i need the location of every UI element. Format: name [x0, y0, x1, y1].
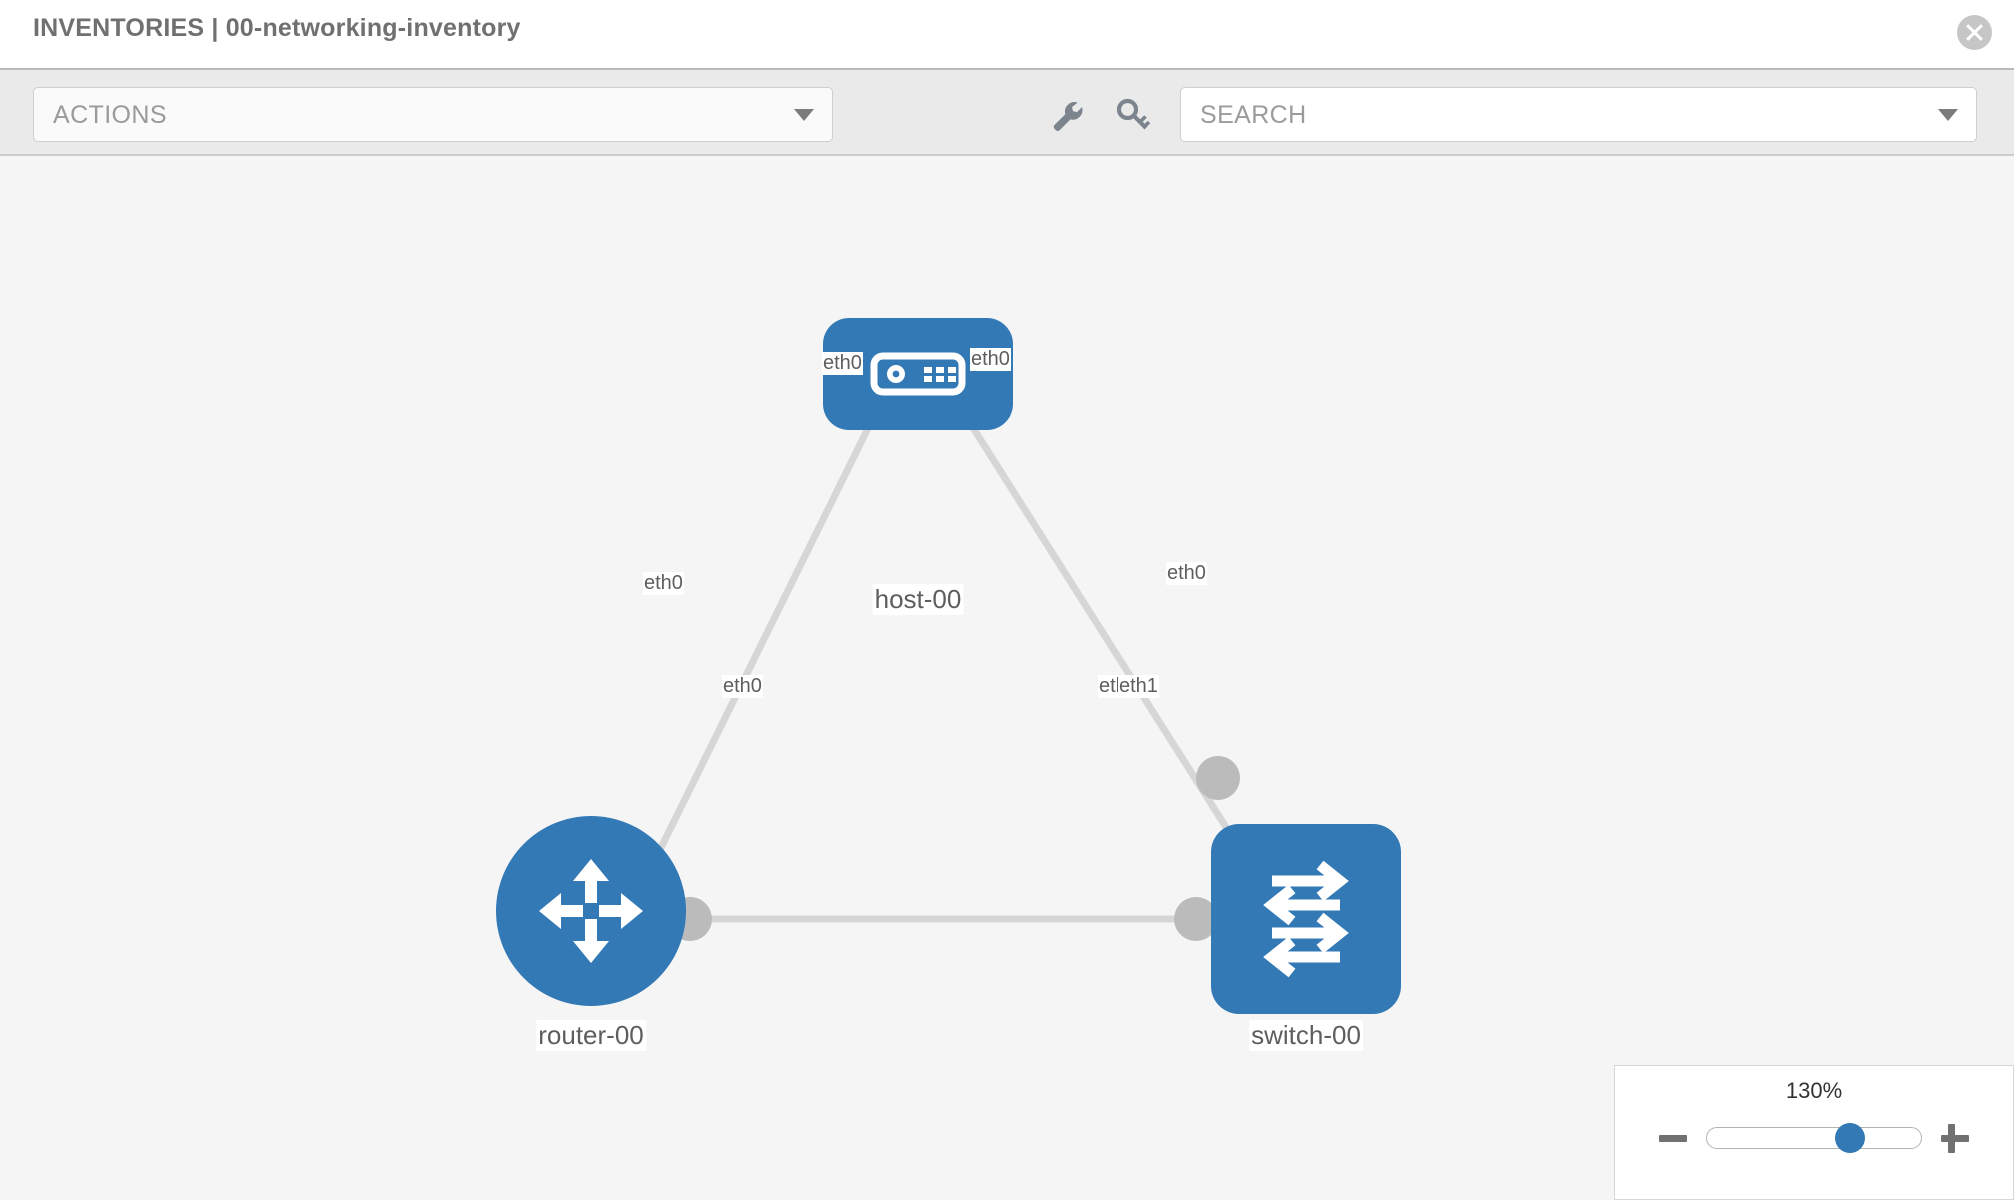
- iface-label: eth0: [643, 572, 684, 595]
- zoom-slider-thumb[interactable]: [1835, 1123, 1866, 1153]
- port-switch-left[interactable]: [1174, 897, 1218, 941]
- iface-label: eth0: [970, 348, 1011, 371]
- node-host-00[interactable]: [823, 318, 1013, 430]
- topology-edges: [646, 402, 1251, 923]
- topology-canvas[interactable]: eth0 eth0 eth0 eth0 eth0 eth0 eth1 host-…: [0, 156, 2014, 1200]
- zoom-level-value: 130%: [1785, 1078, 1843, 1103]
- node-label-host: host-00: [872, 584, 964, 615]
- toolbar: ACTIONS SEARCH: [0, 68, 2014, 156]
- actions-dropdown-label: ACTIONS: [53, 101, 167, 129]
- key-icon[interactable]: [1105, 87, 1160, 142]
- server-icon: [870, 352, 966, 396]
- wrench-icon[interactable]: [1038, 87, 1093, 142]
- iface-label: eth0: [822, 352, 863, 375]
- zoom-in-button[interactable]: [1938, 1121, 1972, 1155]
- page-title: INVENTORIES | 00-networking-inventory: [33, 14, 521, 42]
- node-router-00[interactable]: [496, 816, 686, 1006]
- router-arrows-icon: [539, 859, 643, 963]
- actions-dropdown[interactable]: ACTIONS: [33, 87, 833, 142]
- port-switch-topleft[interactable]: [1196, 756, 1240, 800]
- iface-label: eth0: [1166, 562, 1207, 585]
- page-header: INVENTORIES | 00-networking-inventory: [0, 0, 2014, 68]
- search-placeholder: SEARCH: [1200, 101, 1307, 129]
- iface-label: eth0: [722, 675, 763, 698]
- node-label-router: router-00: [536, 1020, 646, 1051]
- close-icon[interactable]: [1957, 15, 1992, 50]
- iface-label: eth1: [1118, 675, 1159, 698]
- chevron-down-icon[interactable]: [1938, 108, 1958, 121]
- chevron-down-icon: [794, 108, 814, 121]
- zoom-control: 130%: [1614, 1065, 2014, 1200]
- node-switch-00[interactable]: [1211, 824, 1401, 1014]
- zoom-out-button[interactable]: [1656, 1121, 1690, 1155]
- node-label-switch: switch-00: [1249, 1020, 1363, 1051]
- search-input[interactable]: SEARCH: [1180, 87, 1977, 142]
- switch-arrows-icon: [1263, 860, 1349, 978]
- zoom-slider[interactable]: [1706, 1123, 1922, 1153]
